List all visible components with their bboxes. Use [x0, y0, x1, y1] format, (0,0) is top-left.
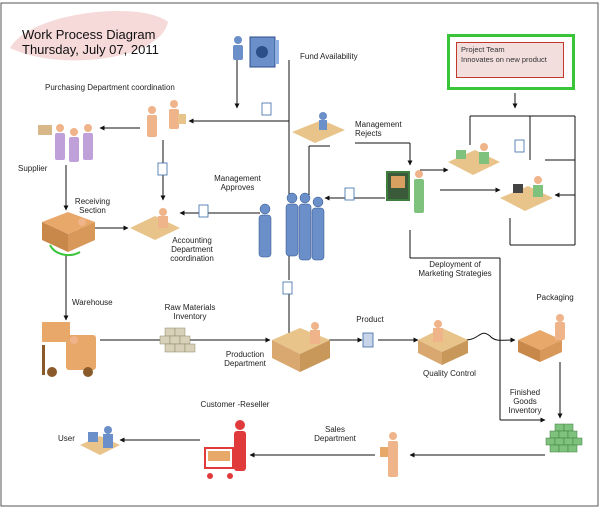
project-team-title: Project Team [461, 45, 505, 54]
receiving-section-label: Receiving Section [74, 197, 111, 215]
purchasing-label: Purchasing Department coordination [45, 83, 175, 92]
deployment-label: Deployment of Marketing Strategies [418, 260, 492, 278]
safe-icon [249, 36, 279, 68]
finished-goods-label: Finished Goods Inventory [508, 388, 542, 415]
packaging-label: Packaging [536, 293, 574, 302]
connectors [63, 60, 576, 458]
presenter-board-icon [386, 170, 424, 213]
customer-reseller-icon [204, 420, 246, 479]
management-rejects-label: Management Rejects [355, 120, 402, 138]
diagram-title: Work Process Diagram Thursday, July 07, … [22, 27, 159, 57]
raw-materials-label: Raw Materials Inventory [164, 303, 216, 321]
supplier-label: Supplier [18, 164, 48, 173]
project-team-desks-icon [448, 143, 553, 211]
production-station-icon [272, 322, 330, 372]
title-swoosh [10, 10, 168, 61]
supplier-people-icon [38, 124, 93, 162]
user-label: User [58, 434, 75, 443]
raw-materials-icon [159, 327, 196, 353]
finished-goods-icon [545, 423, 583, 453]
sales-person-icon [380, 432, 398, 477]
quality-control-label: Quality Control [423, 369, 476, 378]
fund-person-icon [233, 36, 243, 60]
warehouse-label: Warehouse [72, 298, 113, 307]
project-team-note: Project Team Innovates on new product [456, 42, 564, 78]
accounting-desk-icon [130, 208, 180, 240]
quality-control-icon [418, 320, 468, 365]
management-rejects-desk-icon [292, 112, 345, 143]
document-icons [157, 102, 525, 348]
user-icon [80, 426, 120, 455]
production-department-label: Production Department [224, 350, 266, 368]
sales-department-label: Sales Department [314, 425, 356, 443]
product-label: Product [356, 315, 384, 324]
title-line-1: Work Process Diagram [22, 27, 156, 42]
management-approves-label: Management Approves [214, 174, 261, 192]
accounting-label: Accounting Department coordination [170, 236, 214, 263]
warehouse-forklift-icon [42, 322, 96, 377]
management-group-icon [258, 192, 325, 261]
fund-availability-label: Fund Availability [300, 52, 358, 61]
project-team-frame: Project Team Innovates on new product [447, 34, 575, 90]
customer-reseller-label: Customer -Reseller [200, 400, 270, 409]
title-date: Thursday, July 07, 2011 [22, 42, 159, 57]
receiving-section-icon [42, 212, 95, 257]
packaging-icon [518, 314, 565, 362]
purchasing-people-icon [147, 100, 186, 137]
project-team-desc: Innovates on new product [461, 55, 547, 64]
